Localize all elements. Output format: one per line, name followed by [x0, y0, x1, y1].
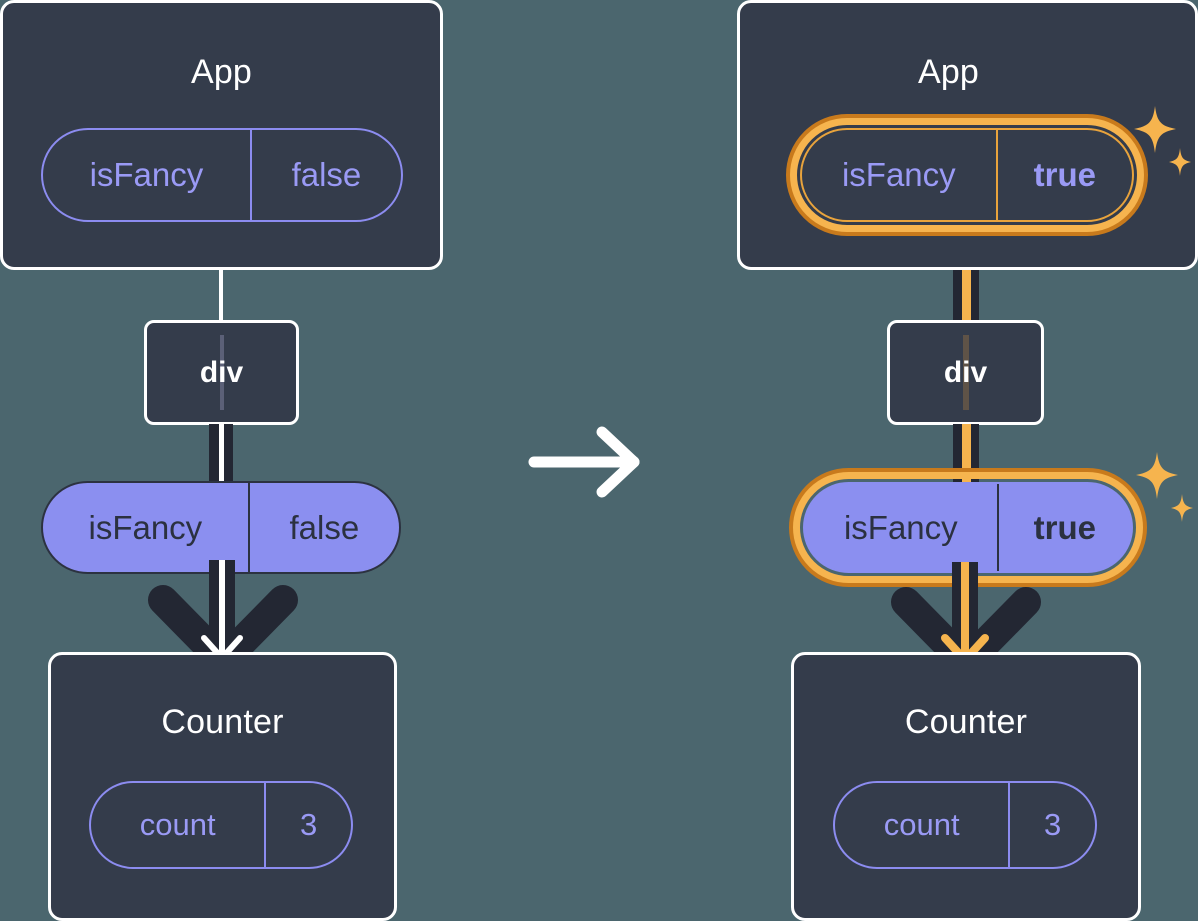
connector-div-to-prop-amber-right [962, 424, 971, 486]
connector-app-to-div-amber-right [962, 226, 971, 326]
app-state-pill-left: isFancy false [41, 128, 403, 222]
div-element-box-left: div [144, 320, 299, 425]
counter-title-left: Counter [161, 703, 284, 741]
sparkles-icon-app-right [1134, 106, 1191, 176]
prop-pill-label-left: isFancy [88, 508, 203, 546]
div-element-box-right: div [887, 320, 1044, 425]
counter-state-pill-left: count 3 [89, 781, 353, 869]
app-title-right: App [917, 53, 980, 91]
counter-state-pill-value-right: 3 [1008, 783, 1095, 867]
div-label-right: div [943, 355, 988, 389]
counter-component-box-left: Counter [48, 652, 397, 921]
app-state-pill-label-left: isFancy [89, 156, 204, 193]
app-state-pill-right: isFancy true [800, 128, 1134, 222]
prop-pill-value-left: false [247, 483, 399, 572]
prop-pill-left: isFancy false [41, 481, 401, 574]
arrow-prop-to-counter-left [148, 560, 298, 674]
arrow-prop-to-counter-right [891, 562, 1041, 676]
prop-pill-value-right: true [996, 484, 1131, 571]
app-state-pill-ring-inner-right [790, 118, 1144, 232]
counter-state-pill-label-right: count [883, 807, 960, 842]
app-title-left: App [190, 53, 253, 91]
counter-title-right: Counter [904, 703, 1028, 741]
connector-app-to-div-left [219, 266, 223, 322]
connector-through-div-right [962, 335, 969, 410]
counter-state-pill-label-left: count [139, 807, 216, 842]
prop-pill-right: isFancy true [803, 482, 1133, 573]
counter-state-pill-value-left: 3 [264, 783, 351, 867]
transition-arrow-right-icon [528, 426, 640, 498]
connector-through-div-left [219, 335, 224, 410]
connector-div-to-prop-white-left [219, 424, 224, 484]
prop-pill-label-right: isFancy [843, 508, 958, 546]
app-state-pill-value-right: true [995, 130, 1132, 220]
app-state-pill-label-right: isFancy [841, 156, 956, 193]
sparkles-icon-prop-right [1136, 452, 1193, 522]
div-label-left: div [199, 355, 244, 389]
app-state-pill-value-left: false [249, 130, 401, 220]
counter-state-pill-right: count 3 [833, 781, 1097, 869]
